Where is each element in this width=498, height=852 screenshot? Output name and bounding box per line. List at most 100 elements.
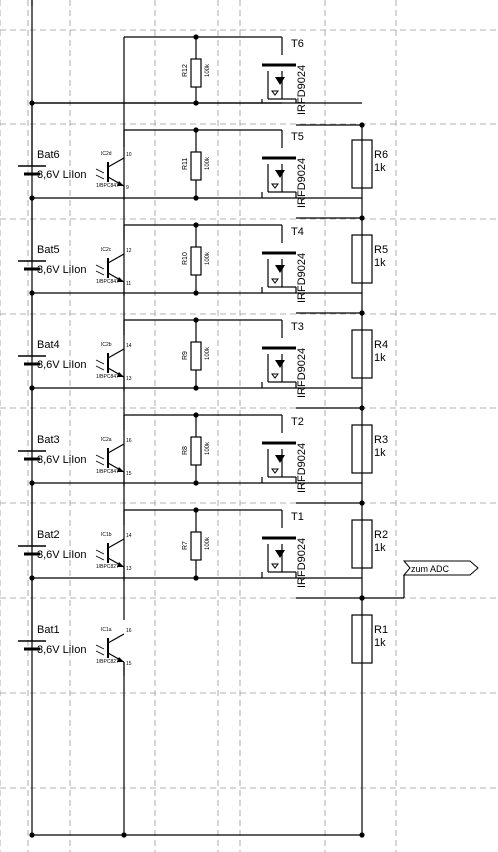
junction-dot xyxy=(359,215,365,221)
fet-part: IRFD9024 xyxy=(296,158,308,208)
battery-type: 3,6V LiIon xyxy=(37,644,87,656)
pin-b: 13 xyxy=(126,376,132,382)
ic-name: IC2c xyxy=(101,247,112,253)
junction-dot xyxy=(29,100,35,106)
resistor-r12 xyxy=(190,58,202,88)
pin-b: 15 xyxy=(126,661,132,667)
emitter-arrow-icon xyxy=(117,372,124,377)
fet-name: T6 xyxy=(291,38,304,50)
junction-dot xyxy=(359,310,365,316)
divider-resistor xyxy=(351,329,373,379)
fet-name: T2 xyxy=(291,416,304,428)
battery-name: Bat4 xyxy=(37,339,60,351)
adc-port xyxy=(402,560,479,576)
fet-diode-icon xyxy=(271,90,279,96)
divider-resistor-value: 1k xyxy=(374,352,386,364)
junction-dot xyxy=(29,290,35,296)
junction-dot xyxy=(29,480,35,486)
pull-resistor-value: 100k xyxy=(205,251,211,265)
light-arrow-icon xyxy=(95,644,105,650)
ic-part: 1/BPC827 xyxy=(96,564,119,570)
junction-dot xyxy=(193,480,199,486)
transistor-collector xyxy=(107,253,125,264)
resistor-r7 xyxy=(190,531,202,561)
divider-resistor-value: 1k xyxy=(374,257,386,269)
ic-name: IC1b xyxy=(101,532,112,538)
battery-name: Bat5 xyxy=(37,244,60,256)
pull-resistor-value: 100k xyxy=(205,346,211,360)
divider-resistor-name: R5 xyxy=(374,244,388,256)
light-arrow-icon xyxy=(95,454,105,460)
divider-resistor-name: R4 xyxy=(374,339,388,351)
divider-resistor xyxy=(351,234,373,284)
fet-arrow-icon xyxy=(275,265,285,273)
battery-name: Bat3 xyxy=(37,434,60,446)
resistor-r9 xyxy=(190,341,202,371)
ic-part: 1/BPC847 xyxy=(96,279,119,285)
fet-diode-icon xyxy=(271,563,279,569)
divider-resistor xyxy=(351,519,373,569)
pin-a: 14 xyxy=(126,343,132,349)
junction-dot xyxy=(193,127,199,133)
divider-resistor-value: 1k xyxy=(374,542,386,554)
divider-resistor-name: R6 xyxy=(374,149,388,161)
resistor-r11 xyxy=(190,151,202,181)
junction-dot xyxy=(29,832,35,838)
battery-type: 3,6V LiIon xyxy=(37,359,87,371)
divider-resistor xyxy=(351,139,373,189)
light-arrow-icon xyxy=(95,174,105,180)
junction-dot xyxy=(29,575,35,581)
emitter-arrow-icon xyxy=(117,562,124,567)
junction-dot xyxy=(193,317,199,323)
junction-dot xyxy=(193,34,199,40)
junction-dot xyxy=(193,412,199,418)
divider-resistor-name: R1 xyxy=(374,624,388,636)
fet-name: T4 xyxy=(291,226,304,238)
fet-name: T3 xyxy=(291,321,304,333)
divider-resistor xyxy=(351,614,373,664)
battery-type: 3,6V LiIon xyxy=(37,549,87,561)
circuit-wires xyxy=(29,0,405,838)
fet-part: IRFD9024 xyxy=(296,348,308,398)
junction-dot xyxy=(193,290,199,296)
fet-diode-icon xyxy=(271,373,279,379)
pull-resistor-value: 100k xyxy=(205,156,211,170)
light-arrow-icon xyxy=(95,359,105,365)
fet-arrow-icon xyxy=(275,550,285,558)
fet-arrow-icon xyxy=(275,77,285,85)
junction-dot xyxy=(193,100,199,106)
fet-part: IRFD9024 xyxy=(296,253,308,303)
pull-resistor-name: R12 xyxy=(182,64,189,77)
transistor-collector xyxy=(107,443,125,454)
pin-b: 15 xyxy=(126,471,132,477)
junction-dot xyxy=(359,595,365,601)
junction-dot xyxy=(359,405,365,411)
light-arrow-icon xyxy=(95,549,105,555)
transistor-collector xyxy=(107,348,125,359)
pin-a: 14 xyxy=(126,533,132,539)
battery-type: 3,6V LiIon xyxy=(37,454,87,466)
divider-resistor-value: 1k xyxy=(374,637,386,649)
light-arrow-icon xyxy=(95,264,105,270)
fet-part: IRFD9024 xyxy=(296,65,308,115)
junction-dot xyxy=(193,222,199,228)
fet-arrow-icon xyxy=(275,170,285,178)
junction-dot xyxy=(193,575,199,581)
ic-name: IC1a xyxy=(101,627,112,633)
transistor-collector xyxy=(107,157,125,168)
pin-a: 16 xyxy=(126,628,132,634)
ic-part: 1/BPC847 xyxy=(96,469,119,475)
junction-dot xyxy=(29,195,35,201)
emitter-arrow-icon xyxy=(117,181,124,186)
pull-resistor-value: 100k xyxy=(205,536,211,550)
divider-resistor-value: 1k xyxy=(374,447,386,459)
divider-resistor xyxy=(351,424,373,474)
emitter-arrow-icon xyxy=(117,467,124,472)
junction-dot xyxy=(29,385,35,391)
junction-dot xyxy=(359,832,365,838)
pin-a: 12 xyxy=(126,248,132,254)
fet-arrow-icon xyxy=(275,360,285,368)
